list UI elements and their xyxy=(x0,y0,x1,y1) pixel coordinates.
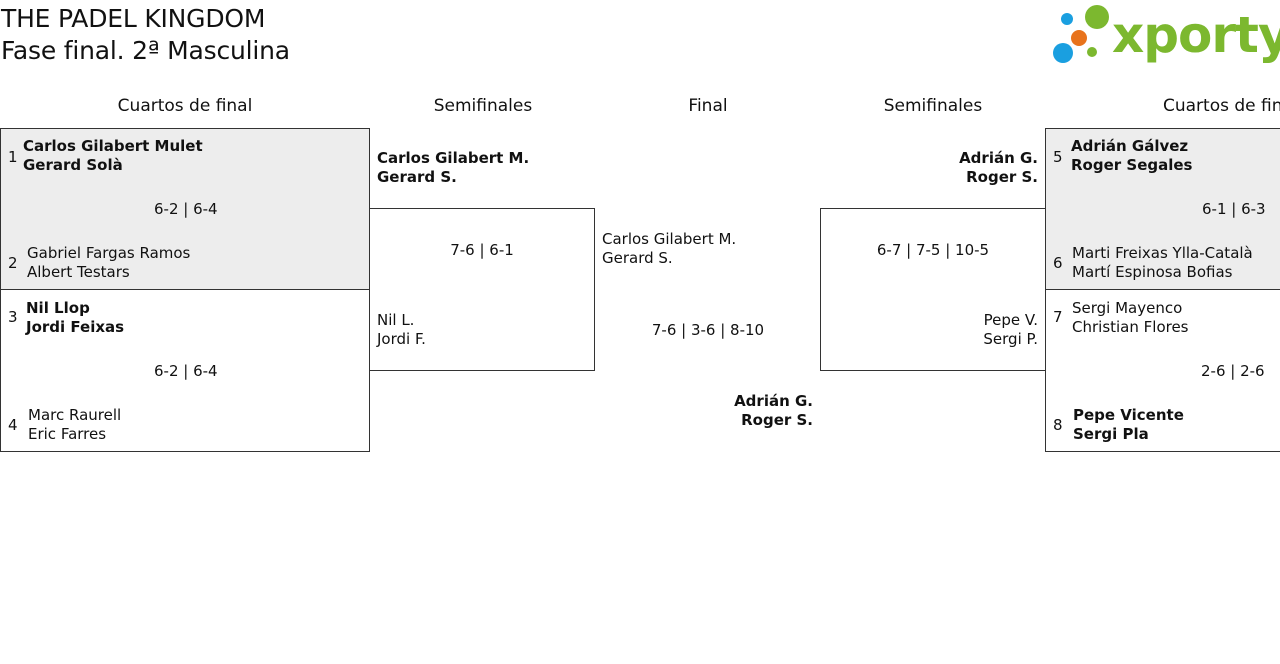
team-winner: Pepe Vicente Sergi Pla xyxy=(1073,406,1184,444)
semi-right-winner: Adrián G. Roger S. xyxy=(820,149,1038,187)
player-name: Carlos Gilabert M. xyxy=(602,230,737,248)
seed-number: 6 xyxy=(1053,254,1063,272)
player-name: Gerard S. xyxy=(377,168,457,186)
round-header-left-semis: Semifinales xyxy=(433,96,533,116)
team-loser: Marti Freixas Ylla-Català Martí Espinosa… xyxy=(1072,244,1253,282)
seed-number: 8 xyxy=(1053,416,1063,434)
match-quarter-2[interactable]: 3 Nil Llop Jordi Feixas 6-2 | 6-4 4 Marc… xyxy=(0,289,370,452)
player-name: Sergi Mayenco xyxy=(1072,299,1183,317)
team-loser: Marc Raurell Eric Farres xyxy=(28,406,121,444)
round-header-left-quarters: Cuartos de final xyxy=(117,96,253,116)
player-name: Eric Farres xyxy=(28,425,107,443)
player-name: Gerard Solà xyxy=(23,156,123,174)
player-name: Albert Testars xyxy=(27,263,130,281)
event-title: THE PADEL KINGDOM xyxy=(1,4,266,33)
event-subtitle: Fase final. 2ª Masculina xyxy=(1,36,290,65)
player-name: Adrián G. xyxy=(959,149,1038,167)
round-header-right-quarters: Cuartos de final xyxy=(1163,96,1280,116)
team-winner: Adrián Gálvez Roger Segales xyxy=(1071,137,1192,175)
team-loser: Pepe V. Sergi P. xyxy=(821,311,1038,349)
player-name: Pepe V. xyxy=(983,311,1038,329)
round-header-right-semis: Semifinales xyxy=(883,96,983,116)
match-quarter-1[interactable]: 1 Carlos Gilabert Mulet Gerard Solà 6-2 … xyxy=(0,128,370,290)
final-winner: Adrián G. Roger S. xyxy=(595,392,813,430)
match-semi-left[interactable]: 7-6 | 6-1 Nil L. Jordi F. xyxy=(369,208,595,371)
seed-number: 2 xyxy=(8,254,18,272)
team-loser: Nil L. Jordi F. xyxy=(377,311,426,349)
player-name: Carlos Gilabert Mulet xyxy=(23,137,203,155)
player-name: Christian Flores xyxy=(1072,318,1189,336)
seed-number: 1 xyxy=(8,148,18,166)
match-score: 6-1 | 6-3 xyxy=(1202,200,1266,218)
team-winner: Carlos Gilabert Mulet Gerard Solà xyxy=(23,137,203,175)
player-name: Adrián G. xyxy=(734,392,813,410)
player-name: Adrián Gálvez xyxy=(1071,137,1189,155)
match-score: 6-2 | 6-4 xyxy=(154,200,218,218)
match-score: 6-7 | 7-5 | 10-5 xyxy=(876,241,990,259)
final-team-a: Carlos Gilabert M. Gerard S. xyxy=(602,230,736,268)
player-name: Carlos Gilabert M. xyxy=(377,149,530,167)
match-quarter-4[interactable]: 7 Sergi Mayenco Christian Flores 2-6 | 2… xyxy=(1045,289,1280,452)
logo-wordmark: xporty xyxy=(1112,6,1280,64)
round-header-final: Final xyxy=(688,96,728,116)
match-score: 2-6 | 2-6 xyxy=(1201,362,1265,380)
player-name: Pepe Vicente xyxy=(1073,406,1184,424)
match-quarter-3[interactable]: 5 Adrián Gálvez Roger Segales 6-1 | 6-3 … xyxy=(1045,128,1280,290)
player-name: Jordi F. xyxy=(377,330,426,348)
seed-number: 4 xyxy=(8,416,18,434)
player-name: Martí Espinosa Bofias xyxy=(1072,263,1233,281)
match-score: 7-6 | 6-1 xyxy=(450,241,514,259)
xporty-logo-mark xyxy=(1053,5,1109,63)
player-name: Nil L. xyxy=(377,311,415,329)
seed-number: 7 xyxy=(1053,308,1063,326)
team-loser: Gabriel Fargas Ramos Albert Testars xyxy=(27,244,190,282)
seed-number: 5 xyxy=(1053,148,1063,166)
match-semi-right[interactable]: 6-7 | 7-5 | 10-5 Pepe V. Sergi P. xyxy=(820,208,1046,371)
player-name: Roger S. xyxy=(966,168,1038,186)
team-loser: Sergi Mayenco Christian Flores xyxy=(1072,299,1189,337)
player-name: Jordi Feixas xyxy=(26,318,125,336)
seed-number: 3 xyxy=(8,308,18,326)
player-name: Roger S. xyxy=(741,411,813,429)
player-name: Marti Freixas Ylla-Català xyxy=(1072,244,1253,262)
team-winner: Nil Llop Jordi Feixas xyxy=(26,299,124,337)
match-score: 6-2 | 6-4 xyxy=(154,362,218,380)
xporty-logo: xporty xyxy=(1050,2,1280,68)
player-name: Gabriel Fargas Ramos xyxy=(27,244,191,262)
final-score: 7-6 | 3-6 | 8-10 xyxy=(651,321,765,339)
player-name: Nil Llop xyxy=(26,299,90,317)
player-name: Gerard S. xyxy=(602,249,673,267)
semi-left-winner: Carlos Gilabert M. Gerard S. xyxy=(377,149,529,187)
player-name: Sergi P. xyxy=(983,330,1038,348)
player-name: Sergi Pla xyxy=(1073,425,1149,443)
player-name: Roger Segales xyxy=(1071,156,1193,174)
player-name: Marc Raurell xyxy=(28,406,122,424)
